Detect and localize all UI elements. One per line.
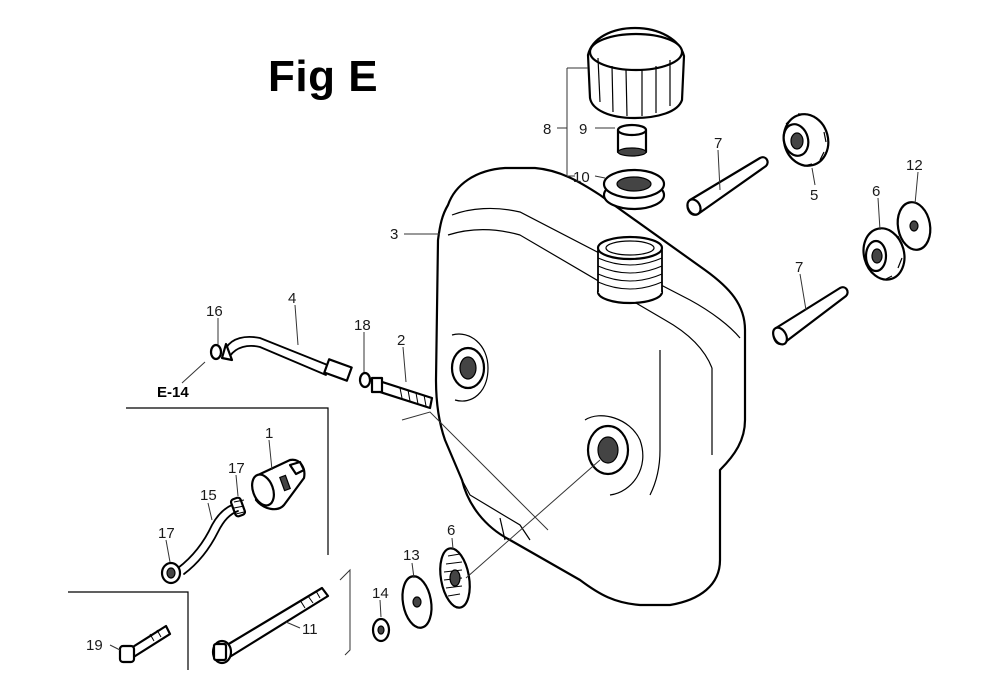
clip-18[interactable] bbox=[358, 371, 372, 389]
callout-19[interactable]: 19 bbox=[86, 637, 103, 654]
callout-11[interactable]: 11 bbox=[302, 621, 318, 638]
washer-14[interactable] bbox=[371, 617, 391, 643]
callout-5[interactable]: 5 bbox=[810, 187, 818, 204]
callout-2[interactable]: 2 bbox=[397, 332, 405, 349]
callout-12[interactable]: 12 bbox=[906, 157, 923, 174]
callout-4[interactable]: 4 bbox=[288, 290, 296, 307]
leader-lines bbox=[109, 127, 919, 651]
callout-1[interactable]: 1 bbox=[265, 425, 273, 442]
washer-12[interactable] bbox=[894, 200, 934, 253]
callout-10[interactable]: 10 bbox=[573, 169, 590, 186]
callout-14[interactable]: 14 bbox=[372, 585, 389, 602]
fuel-tube[interactable] bbox=[177, 504, 239, 575]
filler-neck bbox=[596, 235, 664, 305]
grommet-6-right[interactable] bbox=[858, 224, 910, 285]
grommet-5[interactable] bbox=[778, 109, 834, 171]
grommet-6-lower[interactable] bbox=[436, 546, 474, 610]
callout-7-lower[interactable]: 7 bbox=[795, 259, 803, 276]
washer-13[interactable] bbox=[399, 574, 436, 630]
fuel-pipe[interactable] bbox=[220, 335, 353, 382]
assembly-guide-lines bbox=[339, 67, 601, 656]
callout-17-lower[interactable]: 17 bbox=[158, 525, 175, 542]
callout-7-upper[interactable]: 7 bbox=[714, 135, 722, 152]
callout-8[interactable]: 8 bbox=[543, 121, 551, 138]
callout-18[interactable]: 18 bbox=[354, 317, 371, 334]
callout-labels: 1 2 3 4 5 6 6 7 7 8 9 10 11 12 13 14 15 … bbox=[86, 121, 923, 654]
cap-insert[interactable] bbox=[616, 123, 648, 157]
fuel-cap[interactable] bbox=[586, 26, 686, 120]
bolt-2[interactable] bbox=[370, 376, 434, 410]
fuel-tank[interactable] bbox=[434, 166, 747, 607]
bolt-11[interactable] bbox=[211, 586, 330, 665]
clip-17-lower[interactable] bbox=[160, 561, 182, 585]
callout-9[interactable]: 9 bbox=[579, 121, 587, 138]
clip-16[interactable] bbox=[209, 343, 223, 361]
reference-e14[interactable]: E-14 bbox=[157, 384, 189, 401]
figure-title: Fig E bbox=[268, 52, 379, 101]
callout-3[interactable]: 3 bbox=[390, 226, 398, 243]
collar-pipe-lower[interactable] bbox=[770, 286, 849, 347]
callout-6-lower[interactable]: 6 bbox=[447, 522, 455, 539]
callout-16[interactable]: 16 bbox=[206, 303, 223, 320]
callout-15[interactable]: 15 bbox=[200, 487, 217, 504]
collar-pipe-upper[interactable] bbox=[685, 156, 769, 217]
callout-13[interactable]: 13 bbox=[403, 547, 420, 564]
callout-17-upper[interactable]: 17 bbox=[228, 460, 245, 477]
filler-strainer[interactable] bbox=[602, 168, 666, 211]
bolt-19[interactable] bbox=[118, 624, 172, 664]
callout-6-right[interactable]: 6 bbox=[872, 183, 880, 200]
panel-borders bbox=[68, 407, 329, 670]
fuel-cock[interactable] bbox=[248, 458, 306, 511]
